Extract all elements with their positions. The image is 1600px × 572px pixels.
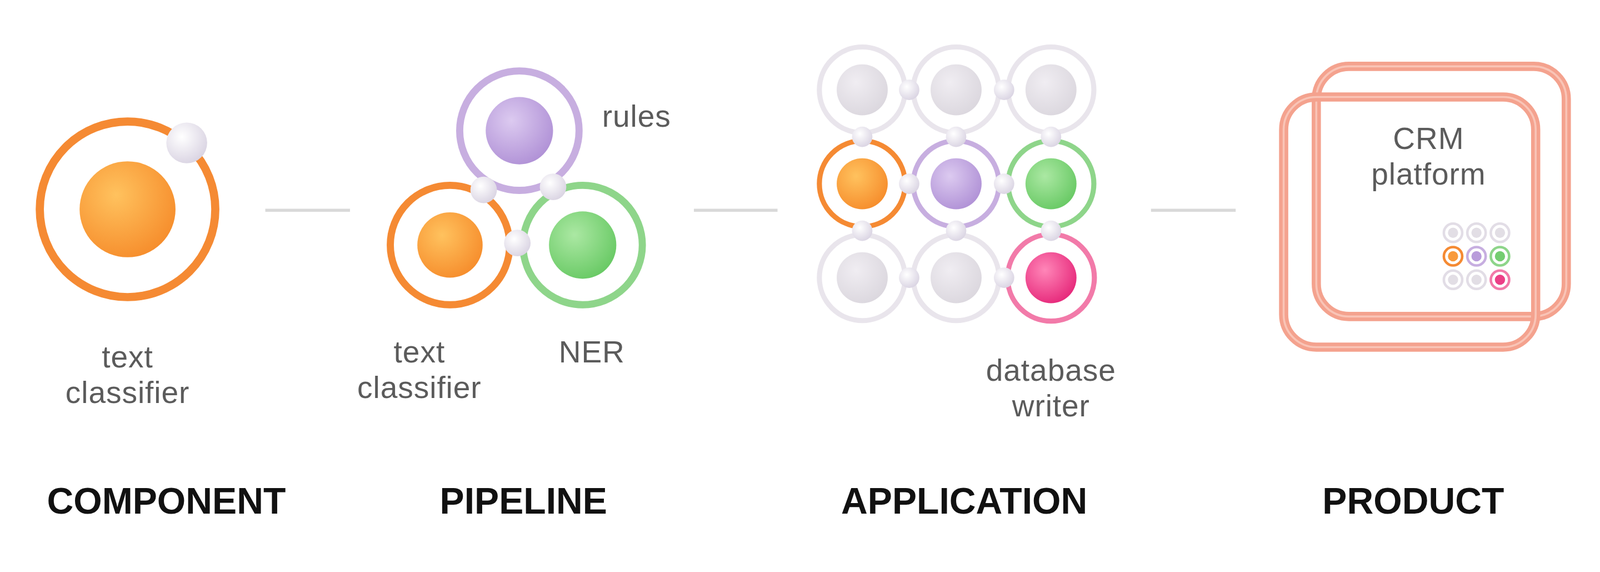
grid-ring [913, 140, 999, 227]
node-label: CRM platform [1346, 120, 1510, 193]
ring-outline [40, 121, 216, 298]
grid-ring [913, 46, 999, 133]
node-outline [35, 117, 220, 302]
node-label: text classifier [40, 338, 214, 411]
stage-title: APPLICATION [841, 479, 1088, 523]
node-label: database writer [958, 352, 1143, 424]
separator-line [693, 208, 778, 213]
component-ring: rules [456, 67, 583, 194]
ring-core [1025, 252, 1077, 304]
node-label: NER [530, 333, 653, 370]
ring-outline [522, 185, 643, 305]
ring-core [79, 161, 176, 258]
ring-outline [1007, 234, 1095, 322]
grid-ring [819, 234, 905, 320]
connector-knobs [852, 79, 1062, 288]
ring-outline [459, 71, 579, 191]
stage-title: PRODUCT [1322, 479, 1504, 523]
grid-ring [819, 140, 905, 227]
ring-outline [390, 185, 510, 305]
ring-core [485, 96, 553, 164]
mini-grid [1443, 223, 1510, 289]
grid-ring [1008, 140, 1094, 227]
component-ring: NER [519, 181, 647, 309]
node-outline [386, 181, 514, 309]
grid-ring [1008, 46, 1094, 133]
grid-ring [913, 234, 999, 320]
grid-ring [819, 46, 905, 133]
node-outline [456, 67, 583, 194]
separator-line [265, 208, 350, 213]
component-ring: text classifier [386, 181, 514, 309]
stage-title: COMPONENT [46, 479, 286, 523]
node-outline [1005, 231, 1097, 324]
component-ring: database writer [1005, 231, 1097, 324]
product-outline [1283, 96, 1537, 347]
product-box: CRM platform [1283, 96, 1537, 347]
node-outline [519, 181, 647, 309]
node-label: text classifier [332, 333, 507, 406]
node-label: rules [602, 97, 725, 134]
stage-title: PIPELINE [440, 479, 608, 523]
ring-core [548, 211, 617, 279]
ring-core [417, 212, 483, 278]
separator-line [1151, 208, 1236, 213]
product-highlight [1283, 96, 1537, 347]
component-ring: text classifier [35, 117, 220, 302]
